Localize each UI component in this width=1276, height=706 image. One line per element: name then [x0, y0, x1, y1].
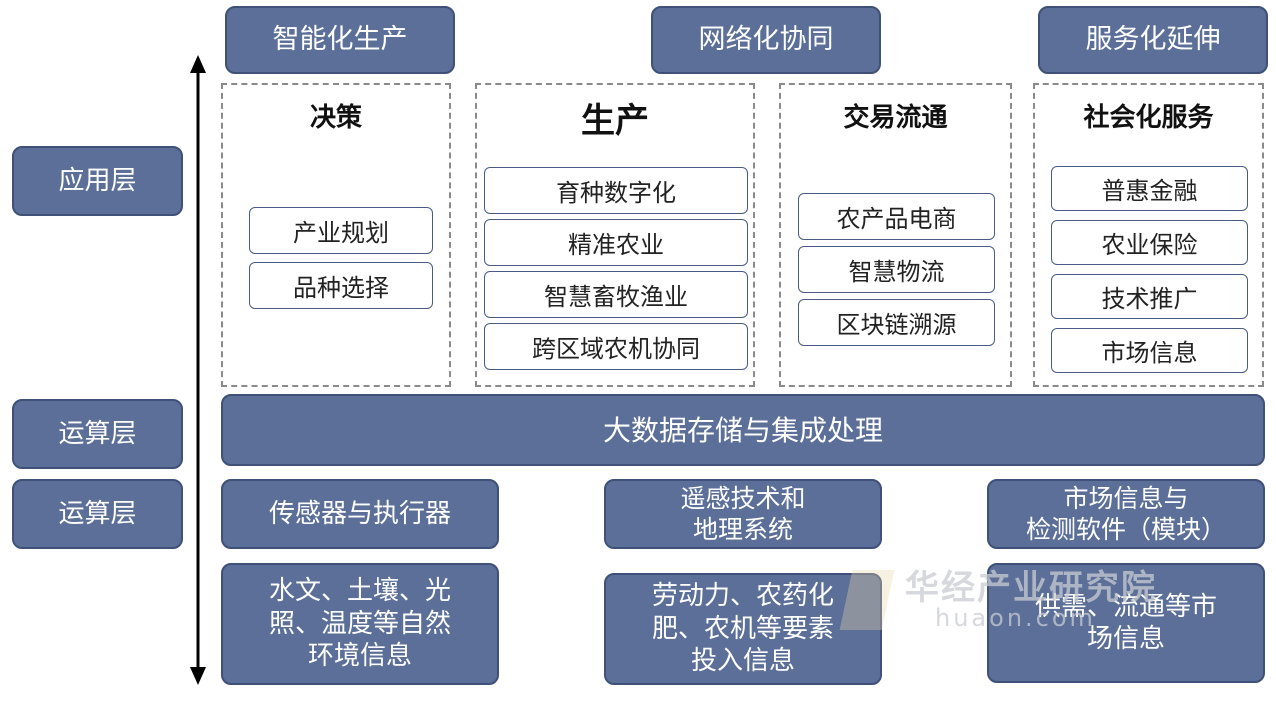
item-smart-logistics: 智慧物流: [798, 246, 995, 293]
big-data-bar: 大数据存储与集成处理: [221, 394, 1265, 466]
item-cross-region-machinery: 跨区域农机协同: [484, 323, 748, 370]
item-agri-ecommerce: 农产品电商: [798, 193, 995, 240]
layer-label-application: 应用层: [12, 146, 183, 216]
item-variety-selection: 品种选择: [249, 262, 433, 309]
panel-title-trade: 交易流通: [843, 103, 948, 133]
item-blockchain-traceability: 区块链溯源: [798, 299, 995, 346]
item-precision-agriculture: 精准农业: [484, 219, 748, 266]
panel-decision: 决策 产业规划 品种选择: [221, 83, 451, 387]
item-industry-planning: 产业规划: [249, 207, 433, 254]
header-smart-production: 智能化生产: [225, 6, 455, 74]
panel-production: 生产 育种数字化 精准农业 智慧畜牧渔业 跨区域农机协同: [475, 83, 755, 387]
vertical-double-arrow: [190, 55, 206, 685]
item-inclusive-finance: 普惠金融: [1051, 166, 1248, 211]
item-breeding-digitization: 育种数字化: [484, 167, 748, 214]
remote-sensing-gis-box: 遥感技术和 地理系统: [604, 479, 882, 549]
panel-trade-circulation: 交易流通 农产品电商 智慧物流 区块链溯源: [779, 83, 1012, 387]
layer-label-computing: 运算层: [12, 399, 183, 469]
panel-title-social-services: 社会化服务: [1083, 103, 1214, 133]
natural-environment-info-box: 水文、土壤、光 照、温度等自然 环境信息: [221, 563, 499, 685]
market-info-software-box: 市场信息与 检测软件（模块）: [987, 479, 1265, 549]
panel-title-decision: 决策: [309, 103, 362, 133]
supply-demand-info-box: 供需、流通等市 场信息: [987, 563, 1265, 683]
header-network-collaboration: 网络化协同: [651, 6, 881, 74]
item-market-info: 市场信息: [1051, 328, 1248, 373]
header-service-extension: 服务化延伸: [1038, 6, 1268, 74]
layer-label-computing-2: 运算层: [12, 479, 183, 549]
item-smart-livestock-fishery: 智慧畜牧渔业: [484, 271, 748, 318]
factor-input-info-box: 劳动力、农药化 肥、农机等要素 投入信息: [604, 573, 882, 685]
item-agri-insurance: 农业保险: [1051, 220, 1248, 265]
item-tech-promotion: 技术推广: [1051, 274, 1248, 319]
panel-social-services: 社会化服务 普惠金融 农业保险 技术推广 市场信息: [1033, 83, 1264, 387]
sensors-actuators-box: 传感器与执行器: [221, 479, 499, 549]
panel-title-production: 生产: [581, 101, 649, 141]
